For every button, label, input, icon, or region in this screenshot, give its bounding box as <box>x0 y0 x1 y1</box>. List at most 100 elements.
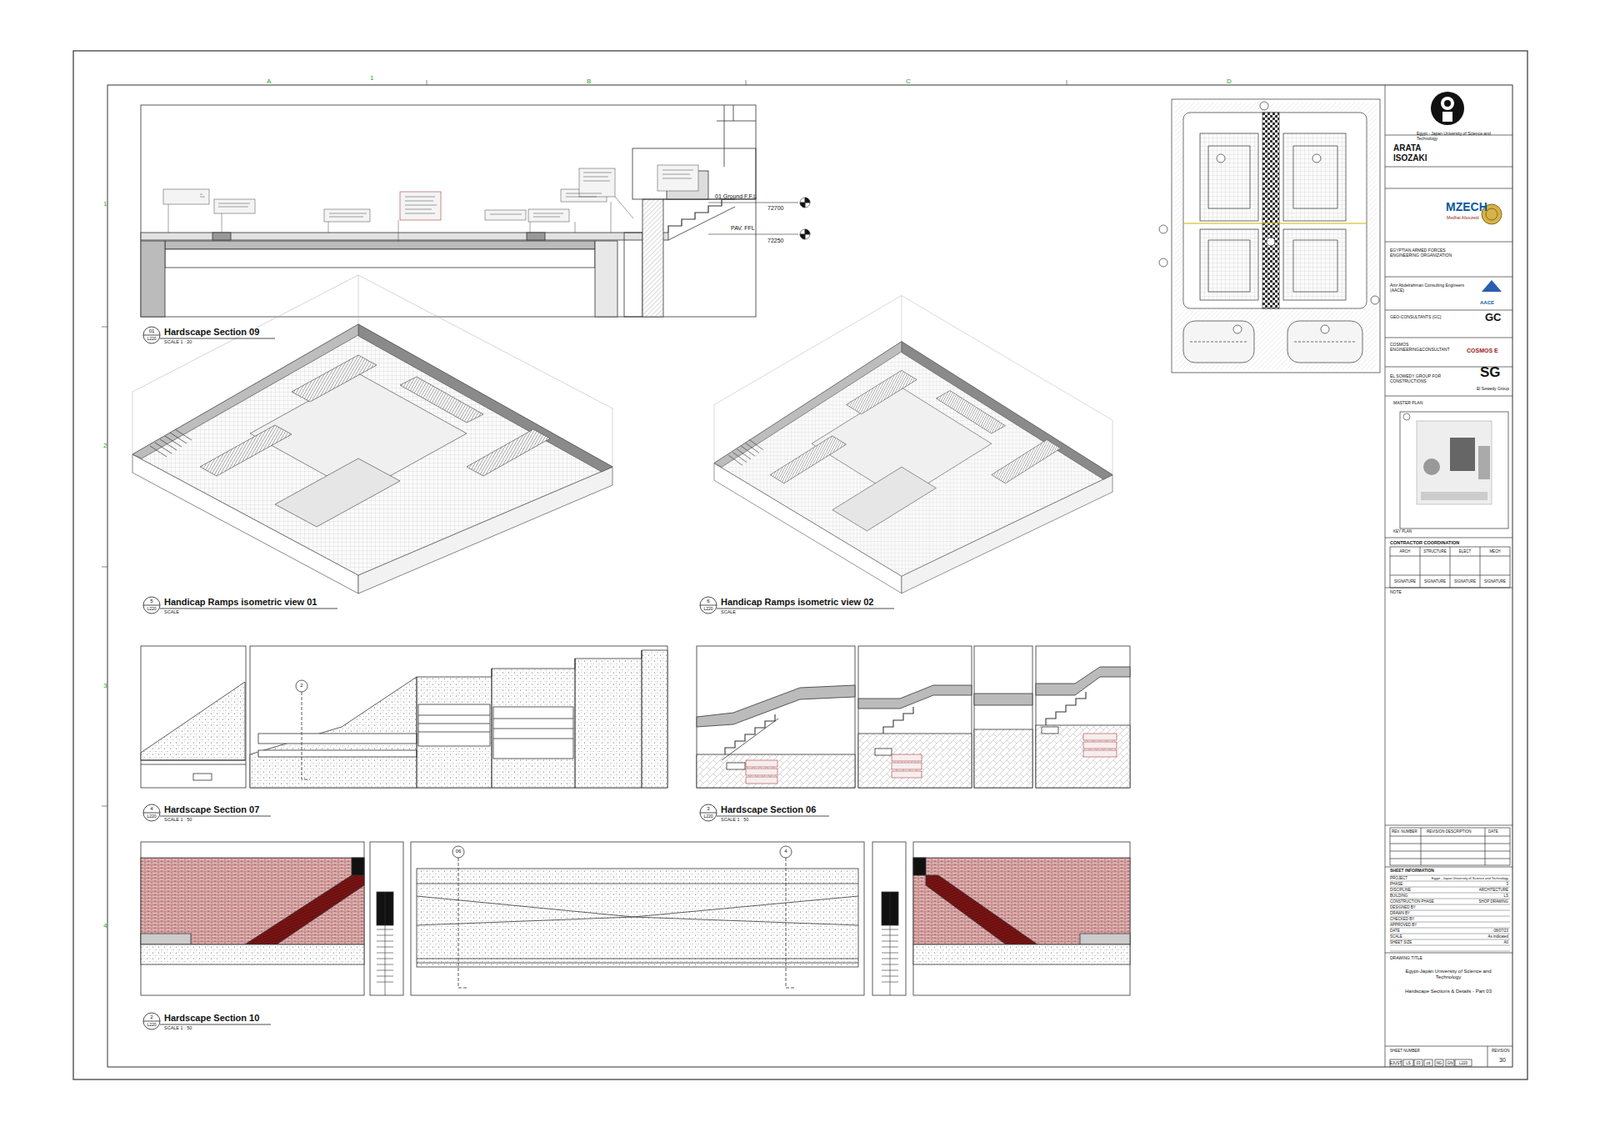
label-text: 72250 <box>767 237 784 245</box>
label-text: 01 <box>149 328 155 335</box>
label-text: 4 <box>150 805 153 812</box>
label-text: Egypt - Japan University of Science and … <box>1431 876 1509 881</box>
view-title: Hardscape Section 09SCALE 1 : 20 <box>164 326 260 345</box>
label-text: As indicated <box>1487 934 1509 939</box>
label-text: DATE <box>1390 928 1400 933</box>
label-text: Hardscape Sections & Details - Part 03 <box>1390 988 1507 995</box>
label-text: DRAWN BY <box>1390 910 1410 915</box>
label-text: A0 <box>1503 940 1509 945</box>
label-text: 5 <box>150 598 153 605</box>
label-text: 3 <box>103 681 107 690</box>
label-text: 3 <box>1505 881 1509 886</box>
label-text: SIGNATURE <box>1424 579 1446 584</box>
label-text: DESIGNED BY <box>1390 905 1416 910</box>
label-text: cd <box>1426 1060 1431 1065</box>
label-text: COSMOS ENGINEERING&CONSULTANT <box>1390 342 1461 353</box>
label-text: COSMOS E <box>1466 347 1499 355</box>
isometric-view <box>714 295 1113 594</box>
label-text: L220 <box>1459 1060 1468 1065</box>
label-text: ARCH <box>1400 549 1411 554</box>
label-text: PAV. FFL <box>730 225 755 232</box>
view-title: Hardscape Section 07SCALE 1 : 50 <box>164 804 260 823</box>
label-text: Amr Abdelrahman Consulting Engineers (AA… <box>1390 283 1470 294</box>
label-text: 4 <box>784 848 787 855</box>
label-text: BUILDING <box>1390 893 1408 898</box>
label-text: KEY PLAN <box>1393 529 1412 534</box>
label-text: 3 <box>706 805 710 812</box>
label-text: EGYPTIAN ARMED FORCES ENGINEERING ORGANI… <box>1390 248 1470 259</box>
view-title-text: Hardscape Section 09 <box>164 326 260 338</box>
scale-text: SCALE 1 : 50 <box>720 816 816 823</box>
label-text: NOTE <box>1390 590 1402 595</box>
scale-text: SCALE 1 : 50 <box>164 1025 260 1031</box>
label-text: A <box>266 77 271 85</box>
label-text: SCALE <box>1390 934 1403 939</box>
label-text: GEO-CONSULTANTS (GC) <box>1390 315 1441 320</box>
label-text: LS <box>1405 1060 1411 1065</box>
label-text: GC <box>1485 311 1502 325</box>
label-text: El Sewedy Group <box>1476 386 1510 392</box>
label-text: L220 <box>703 606 713 612</box>
label-text: SIGNATURE <box>1454 579 1476 584</box>
scale-text: SCALE 1 : 20 <box>164 339 260 345</box>
label-text: 6 <box>706 598 710 605</box>
view-frame: Hardscape Section 06SCALE 1 : 50 <box>696 645 1130 825</box>
label-text: PROJECT <box>1390 875 1408 880</box>
label-text: CONTRACTOR COORDINATION <box>1390 540 1460 545</box>
label-text: 2 <box>103 441 107 450</box>
label-text: PHASE <box>1390 881 1403 886</box>
label-text: DATE <box>1488 829 1499 834</box>
label-text: 1 <box>103 200 107 208</box>
view-title-text: Handicap Ramps isometric view 01 <box>164 596 317 608</box>
label-text: ARATA ISOZAKI <box>1393 143 1435 163</box>
label-text: L220 <box>146 1022 156 1028</box>
view-frame: Hardscape Section 10SCALE 1 : 50 <box>140 841 1130 1033</box>
label-text: D <box>1226 77 1232 85</box>
label-text: SHOP DRAWING <box>1478 899 1509 904</box>
label-text: ELECT <box>1459 549 1472 554</box>
label-text: GN <box>1447 1060 1454 1065</box>
label-text: Medhat Abouzeid <box>1446 215 1480 221</box>
label-text: B <box>586 77 591 85</box>
view-frame: Handicap Ramps isometric view 01SCALE <box>132 321 616 617</box>
label-text: 08/07/23 <box>1493 928 1509 933</box>
label-text: LS <box>1503 893 1509 898</box>
view-frame: Handicap Ramps isometric view 02SCALE <box>699 341 1116 617</box>
label-text: DRAWING TITLE <box>1390 955 1423 961</box>
label-text: REVISION <box>1491 1048 1510 1053</box>
label-text: ARCHITECTURE <box>1479 887 1509 892</box>
label-text: SHEET NUMBER <box>1390 1048 1420 1053</box>
label-text: SHEET SIZE <box>1390 940 1412 945</box>
label-text: L220 <box>146 814 156 820</box>
scale-text: SCALE <box>720 609 874 615</box>
label-text: MASTER PLAN <box>1393 400 1423 406</box>
label-text: L220 <box>703 814 713 820</box>
view-title: Handicap Ramps isometric view 01SCALE <box>164 596 317 615</box>
view-frame: Hardscape Section 07SCALE 1 : 50 <box>140 645 668 825</box>
label-text: NG <box>1436 1060 1443 1065</box>
label-text: 2 <box>300 682 303 689</box>
label-text: STRUCTURE <box>1423 549 1447 554</box>
label-text: C <box>905 77 911 85</box>
label-text: Egypt-Japan University of Science and Te… <box>1396 968 1501 980</box>
label-text: 2 <box>150 1014 153 1020</box>
label-text: MECH <box>1489 549 1500 554</box>
scale-text: SCALE <box>164 609 317 615</box>
label-text: REVISION DESCRIPTION <box>1426 829 1472 834</box>
label-text: DISCIPLINE <box>1390 887 1411 892</box>
label-text: EJUST <box>1390 1060 1402 1065</box>
label-text: 30 <box>1499 1056 1506 1064</box>
label-text: 4 <box>103 921 107 930</box>
view-title-text: Hardscape Section 06 <box>720 804 816 815</box>
label-text: SIGNATURE <box>1394 579 1416 584</box>
label-text: 01 Ground F.F.L <box>715 193 757 200</box>
view-title: Hardscape Section 10SCALE 1 : 50 <box>164 1012 260 1031</box>
label-text: 72700 <box>767 205 784 212</box>
view-title-text: Hardscape Section 07 <box>164 804 260 815</box>
view-title-text: Handicap Ramps isometric view 02 <box>720 596 874 608</box>
label-text: 03 <box>1415 1060 1420 1065</box>
label-text: REV. NUMBER <box>1391 829 1418 834</box>
label-text: SIGNATURE <box>1484 579 1506 584</box>
label-text: AACE <box>1480 300 1495 306</box>
